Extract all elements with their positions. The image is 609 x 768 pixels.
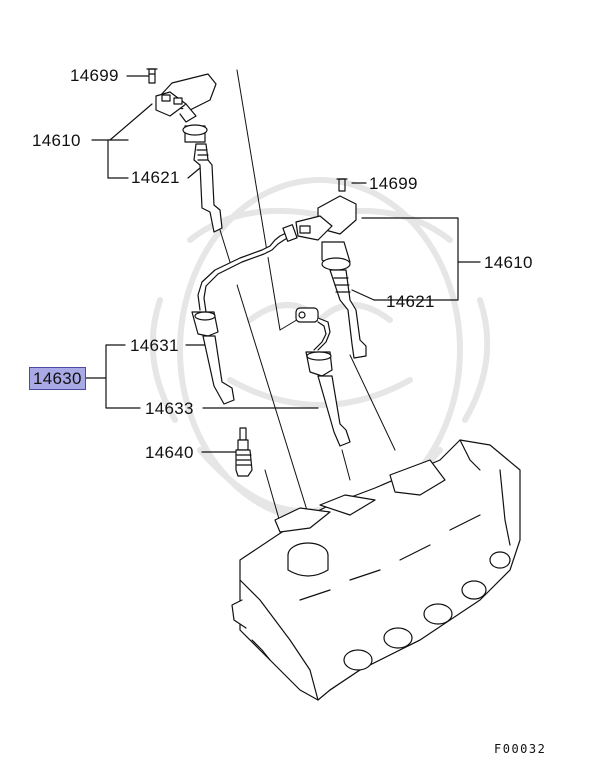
cylinder-head [232,440,520,700]
ignition-coil-right [296,196,356,270]
plug-wire-1 [192,225,297,404]
figure-code: F00032 [494,742,547,756]
leaders-wires [86,345,318,452]
plug-boot-right [330,270,366,358]
bolt-right [337,179,347,191]
part-number-bolt-top[interactable]: 14699 [70,66,119,85]
part-number-wire-2[interactable]: 14633 [145,399,194,418]
part-number-coil-top[interactable]: 14610 [32,131,81,150]
part-number-coil-right[interactable]: 14610 [484,253,533,272]
leaders-right [352,183,480,300]
part-number-wire-1[interactable]: 14631 [130,336,179,355]
part-number-boot-top[interactable]: 14621 [131,168,180,187]
part-number-boot-right[interactable]: 14621 [386,292,435,311]
part-number-wire-set-highlighted[interactable]: 14630 [29,367,86,390]
part-number-bolt-right[interactable]: 14699 [369,174,418,193]
plug-boot-top [194,144,222,232]
bolt-top [147,69,157,83]
leaders-top [92,76,200,178]
part-number-spark-plug[interactable]: 14640 [145,443,194,462]
ignition-coil-top [156,74,216,142]
spark-plug [236,428,252,476]
plug-wire-2 [296,308,350,446]
